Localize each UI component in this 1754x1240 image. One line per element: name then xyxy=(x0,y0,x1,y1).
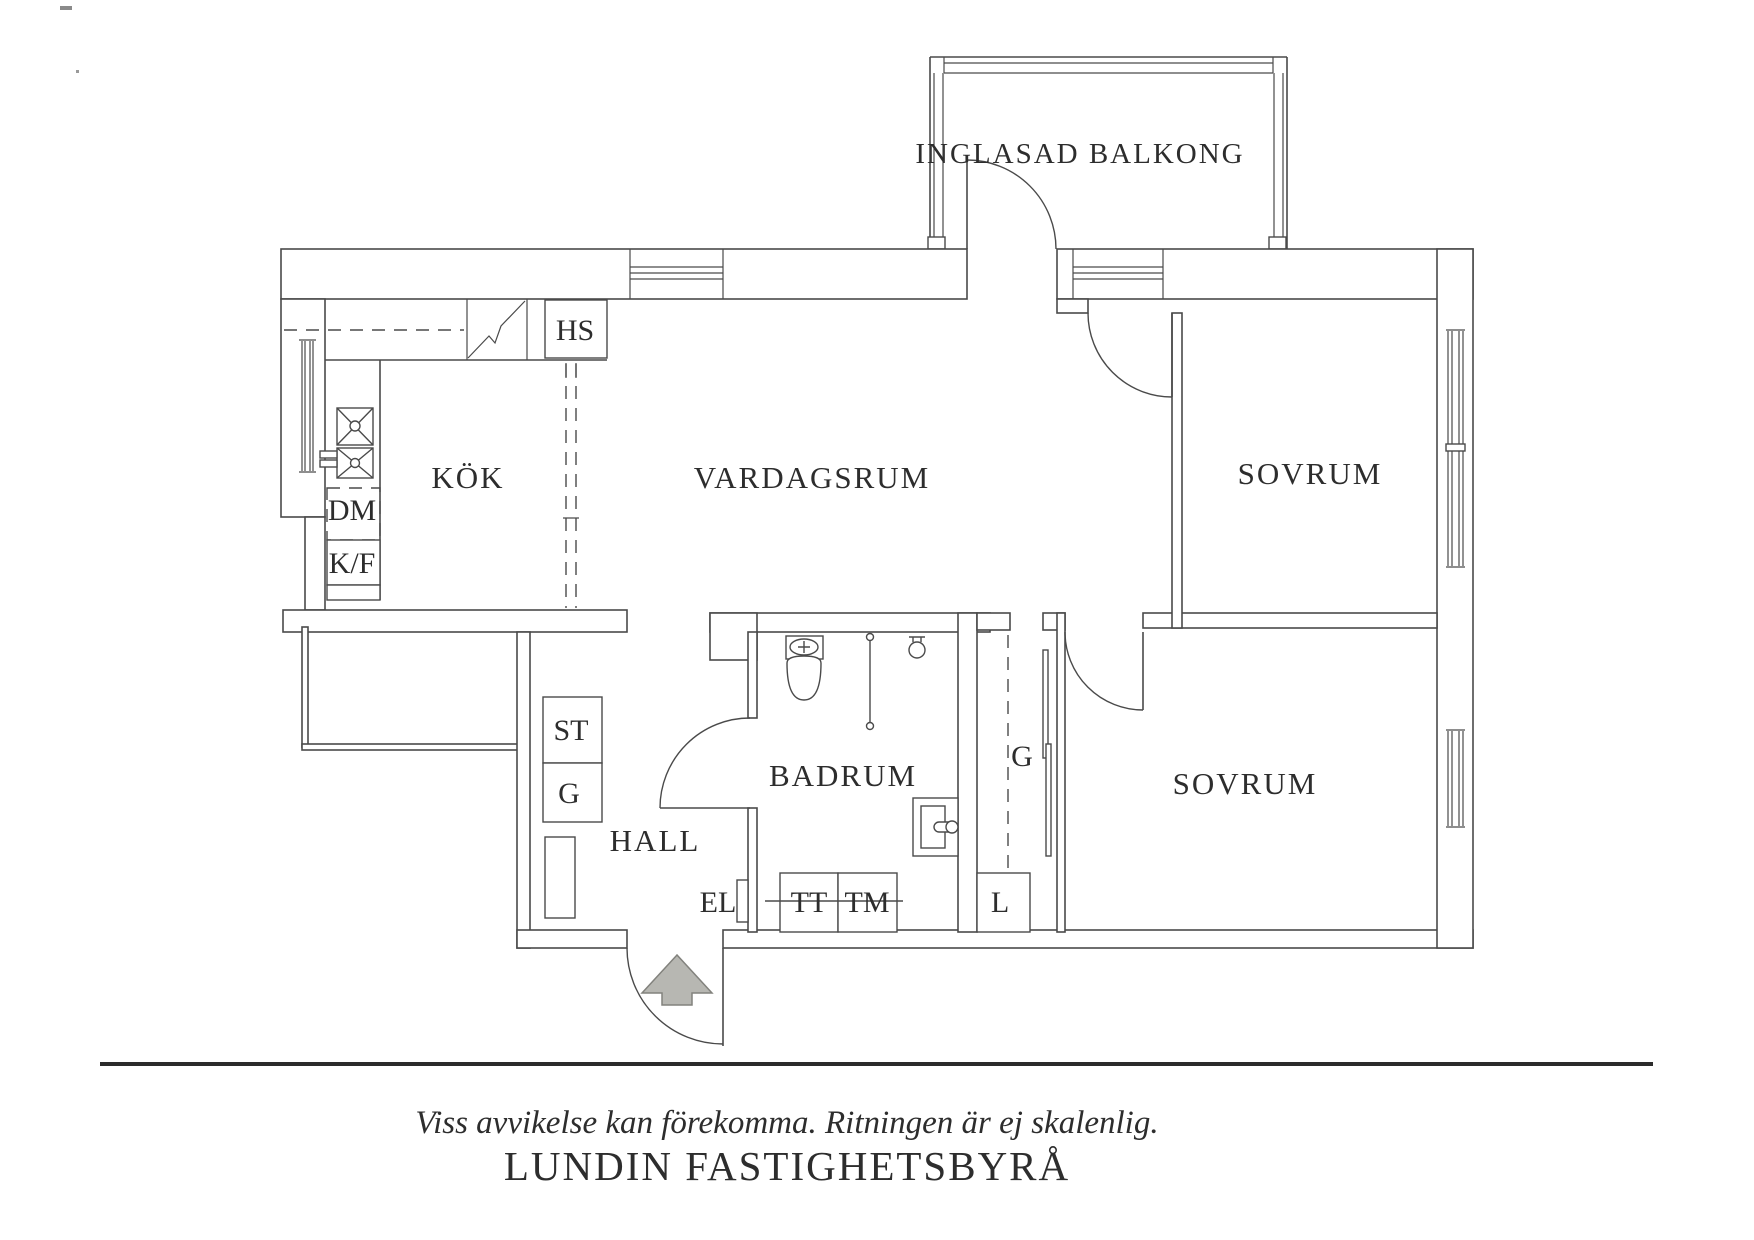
door-bathroom xyxy=(659,717,751,809)
fixture-label-kf: K/F xyxy=(329,547,376,580)
fixture-label-tt: TT xyxy=(791,886,828,919)
exterior-walls xyxy=(280,248,1474,949)
window-bedroom-bottom-right xyxy=(1439,729,1472,828)
room-label-balcony: INGLASAD BALKONG xyxy=(915,138,1244,170)
door-bedroom-bottom xyxy=(1064,631,1144,711)
fixture-label-g-closet: G xyxy=(1011,740,1033,773)
room-label-bedroom-bottom: SOVRUM xyxy=(1173,766,1318,801)
fixture-label-g-hall: G xyxy=(558,777,580,810)
kitchen-fixtures xyxy=(284,299,608,608)
door-balcony xyxy=(966,159,1057,250)
footer-divider xyxy=(100,1062,1653,1066)
artifact-marks xyxy=(60,6,79,73)
disclaimer-text: Viss avvikelse kan förekomma. Ritningen … xyxy=(415,1105,1158,1141)
interior-walls xyxy=(709,298,1438,933)
fixture-label-l: L xyxy=(991,886,1009,919)
brand-text: LUNDIN FASTIGHETSBYRÅ xyxy=(504,1143,1070,1189)
door-entrance xyxy=(626,947,724,1046)
fixture-label-tm: TM xyxy=(845,886,890,919)
window-top-living xyxy=(629,249,724,299)
hall-fixtures xyxy=(542,696,749,923)
room-label-hall: HALL xyxy=(610,823,701,858)
fixture-label-hs: HS xyxy=(556,314,594,347)
fixture-label-st: ST xyxy=(553,714,588,747)
fixture-label-dm: DM xyxy=(328,494,376,527)
entrance-arrow-icon xyxy=(640,953,714,1006)
window-bedroom-balcony xyxy=(1072,249,1164,299)
fixture-label-el: EL xyxy=(700,886,737,919)
room-label-bedroom-top: SOVRUM xyxy=(1238,456,1383,491)
window-bedroom-top-right xyxy=(1439,329,1472,569)
bathroom-fixtures xyxy=(785,632,959,857)
room-label-kitchen: KÖK xyxy=(431,460,504,495)
room-label-bathroom: BADRUM xyxy=(769,758,917,793)
laundry-units xyxy=(765,872,903,933)
room-label-living: VARDAGSRUM xyxy=(694,460,931,495)
closet-unit xyxy=(976,635,1052,933)
window-kitchen-left xyxy=(284,338,324,474)
door-bedroom-top xyxy=(1087,312,1173,398)
